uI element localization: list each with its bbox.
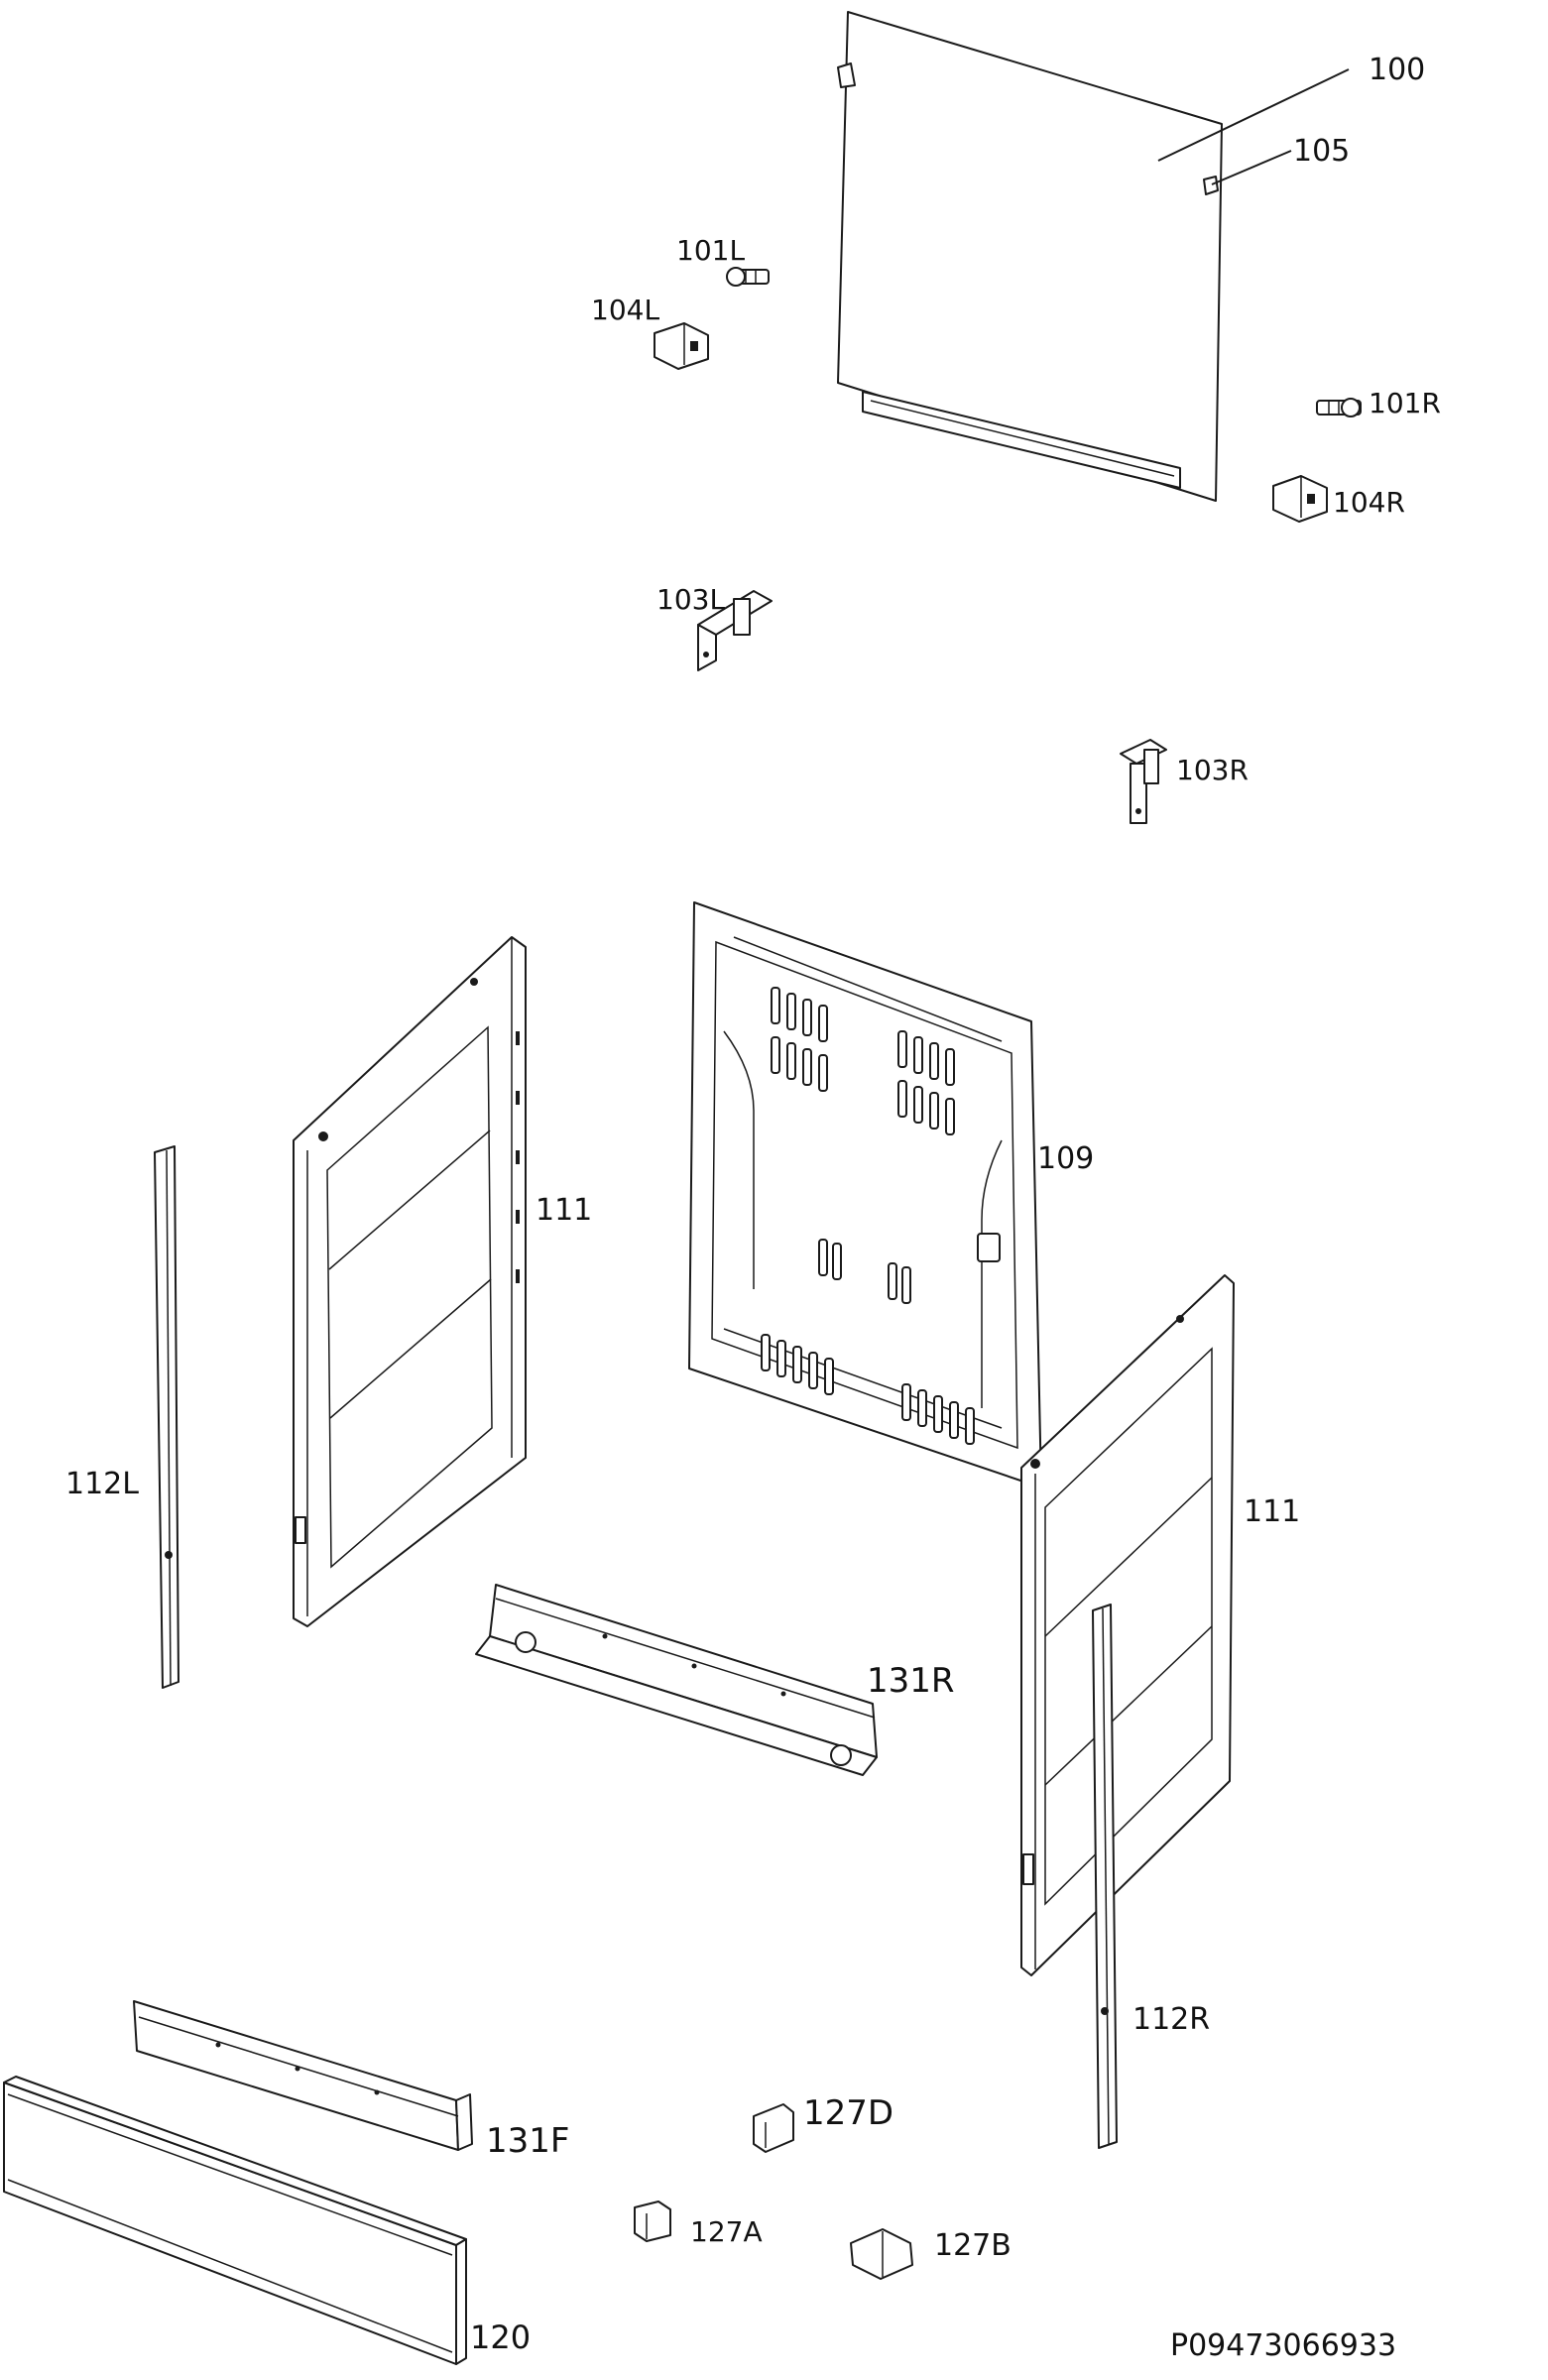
part-103R-hinge-bracket xyxy=(1120,739,1167,824)
label-127B: 127B xyxy=(934,2228,1012,2263)
label-109: 109 xyxy=(1037,1141,1094,1176)
part-112L-strip xyxy=(154,1145,179,1689)
label-120: 120 xyxy=(470,2319,531,2356)
slot-group-top-right xyxy=(897,1030,955,1135)
label-104L: 104L xyxy=(591,294,659,326)
document-id: P09473066933 xyxy=(1170,2328,1397,2363)
part-120-plinth xyxy=(3,2076,467,2365)
label-111-right: 111 xyxy=(1244,1494,1300,1529)
part-127D-clip xyxy=(753,2103,794,2153)
label-131R: 131R xyxy=(867,1661,955,1701)
slot-group-bottom-right xyxy=(901,1383,975,1445)
label-104R: 104R xyxy=(1333,486,1405,519)
part-127A-block xyxy=(634,2201,671,2242)
part-100-glass-panel xyxy=(837,11,1350,502)
label-127A: 127A xyxy=(690,2215,763,2248)
part-111-right-side-frame xyxy=(1020,1274,1235,1976)
slot-group-center xyxy=(818,1233,1001,1304)
slot-group-top-left xyxy=(771,987,828,1092)
label-112R: 112R xyxy=(1132,2002,1210,2037)
label-131F: 131F xyxy=(486,2121,569,2161)
label-100: 100 xyxy=(1369,53,1425,87)
part-109-back-panel xyxy=(688,901,1042,1488)
label-127D: 127D xyxy=(803,2093,893,2133)
part-101R-bolt xyxy=(1316,398,1362,417)
label-111-left: 111 xyxy=(536,1193,592,1228)
slot-group-bottom-left xyxy=(761,1334,834,1395)
part-104L-hinge-block xyxy=(654,322,709,370)
label-105: 105 xyxy=(1293,134,1350,169)
part-131F-rail xyxy=(133,2000,473,2151)
part-104R-hinge-block xyxy=(1272,475,1328,523)
part-131R-rail xyxy=(475,1584,878,1776)
part-101L-bolt xyxy=(726,267,770,287)
part-103L-hinge-bracket xyxy=(697,590,773,671)
label-103R: 103R xyxy=(1176,754,1249,786)
part-111-left-side-frame xyxy=(293,936,527,1627)
label-103L: 103L xyxy=(656,583,725,616)
part-127B-bracket xyxy=(850,2228,913,2280)
label-101R: 101R xyxy=(1369,387,1441,419)
label-112L: 112L xyxy=(65,1467,139,1501)
part-112R-strip xyxy=(1092,1604,1118,2149)
label-101L: 101L xyxy=(676,234,745,267)
